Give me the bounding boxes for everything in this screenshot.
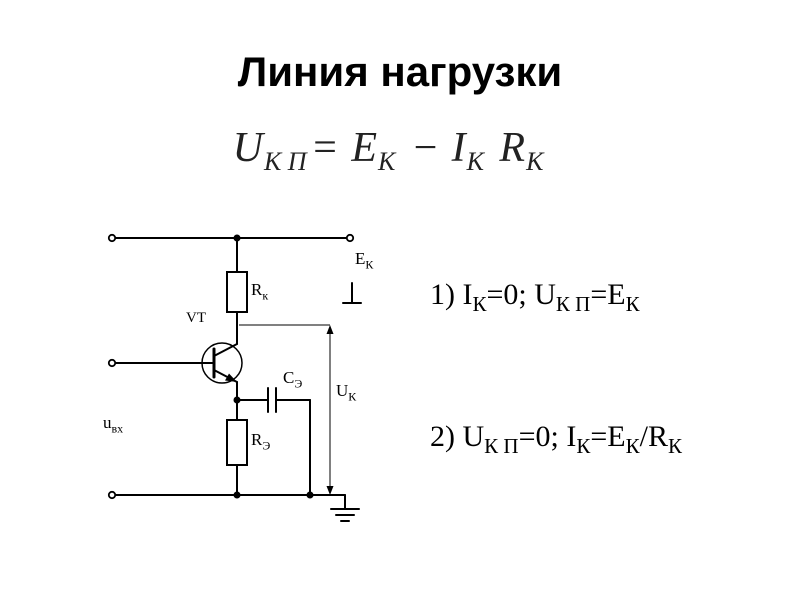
ground-icon — [330, 494, 360, 522]
label-vt: VT — [186, 310, 206, 326]
eq1-text: =0; U — [486, 278, 556, 311]
eq2-sub: К П — [484, 434, 519, 458]
load-line-formula: UК П= EК − IК RК — [0, 124, 780, 177]
eq2-text: 2) U — [430, 420, 485, 453]
label-uin-base: u — [103, 413, 112, 432]
formula-var-r: R — [487, 125, 527, 171]
formula-var-u: U — [232, 125, 264, 171]
formula-minus-i: − I — [399, 125, 467, 171]
formula-sub: К — [378, 147, 396, 177]
formula-sub: К П — [264, 147, 307, 177]
uk-arrow-down-icon — [326, 486, 334, 495]
eq2-text: /R — [639, 420, 668, 453]
eq2-sub: К — [576, 434, 591, 458]
emitter-arrow-icon — [225, 373, 237, 382]
label-ek: EК — [355, 249, 373, 272]
label-uk: UК — [336, 381, 356, 404]
eq1-sub: К П — [555, 292, 591, 316]
label-re: RЭ — [251, 430, 270, 453]
label-re-sub: Э — [262, 438, 271, 453]
label-ce-base: C — [283, 368, 295, 387]
label-uk-base: U — [336, 381, 349, 400]
label-uk-sub: К — [348, 389, 357, 404]
label-uin: uвх — [103, 413, 123, 436]
terminal — [345, 233, 355, 243]
ek-terminal-icon — [342, 282, 362, 304]
resistor-rk — [226, 271, 248, 313]
label-rk: Rк — [251, 280, 268, 303]
equation-2: 2) UК П=0; IК=EК/RК — [430, 420, 682, 459]
terminal — [107, 490, 117, 500]
eq1-text: 1) I — [430, 278, 473, 311]
terminal — [107, 233, 117, 243]
label-rk-base: R — [251, 280, 263, 299]
label-ek-base: E — [355, 249, 366, 268]
eq2-sub: К — [625, 434, 640, 458]
label-ek-sub: К — [365, 257, 374, 272]
eq1-sub: К — [472, 292, 487, 316]
label-uin-sub: вх — [111, 421, 124, 436]
junction-dot — [233, 396, 241, 404]
page-title: Линия нагрузки — [237, 48, 563, 95]
resistor-re — [226, 419, 248, 466]
eq2-sub: К — [667, 434, 682, 458]
uk-dimension — [239, 324, 331, 491]
eq1-text: =E — [590, 278, 626, 311]
junction-dot — [306, 491, 314, 499]
junction-dot — [233, 234, 241, 242]
label-rk-sub: к — [262, 288, 269, 303]
formula-sub: К — [526, 147, 544, 177]
formula-equals-e: = E — [310, 125, 379, 171]
eq1-sub: К — [625, 292, 640, 316]
equation-1: 1) IК=0; UК П=EК — [430, 278, 640, 317]
collector-lead — [213, 343, 238, 357]
eq2-text: =E — [590, 420, 626, 453]
label-ce: CЭ — [283, 368, 302, 391]
label-re-base: R — [251, 430, 263, 449]
circuit-schematic — [107, 233, 362, 522]
eq2-text: =0; I — [518, 420, 577, 453]
terminal — [107, 358, 117, 368]
uk-arrow-up-icon — [326, 325, 334, 334]
formula-sub: К — [466, 147, 484, 177]
junction-dot — [233, 491, 241, 499]
label-ce-sub: Э — [294, 376, 303, 391]
